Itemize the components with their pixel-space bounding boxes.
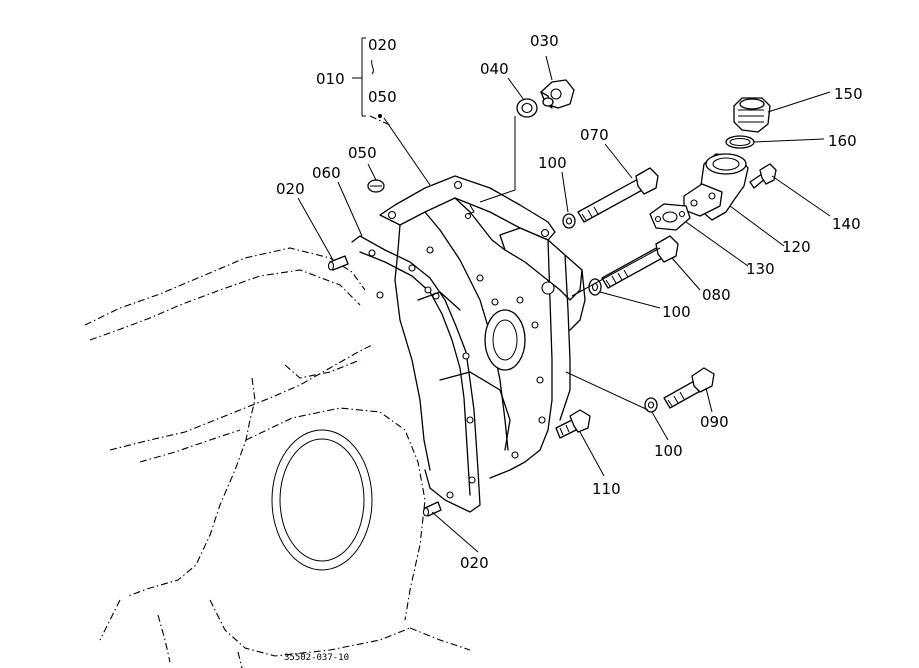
flywheel-housing bbox=[376, 175, 586, 479]
callout-020-top: 020 bbox=[368, 36, 397, 54]
callout-020-bottom: 020 bbox=[460, 554, 489, 572]
dowel-pin-020-bottom bbox=[422, 501, 442, 517]
bolt-110 bbox=[555, 409, 591, 439]
callout-070: 070 bbox=[580, 126, 609, 144]
washer-100-mid bbox=[588, 278, 602, 296]
washer-100-top bbox=[562, 213, 576, 229]
dowel-pin-020-left bbox=[327, 255, 349, 271]
drawing-code: 35502-037-10 bbox=[284, 653, 349, 663]
callout-030: 030 bbox=[530, 32, 559, 50]
bolt-080 bbox=[601, 235, 679, 289]
engine-block-outline bbox=[84, 247, 471, 668]
leader-lines bbox=[297, 37, 831, 553]
callout-020-left: 020 bbox=[276, 180, 305, 198]
callout-010: 010 bbox=[316, 70, 345, 88]
filler-elbow-120 bbox=[683, 153, 749, 221]
callout-100-bottom: 100 bbox=[654, 442, 683, 460]
o-ring-160 bbox=[725, 135, 755, 149]
gasket-060 bbox=[351, 235, 481, 513]
callout-110: 110 bbox=[592, 480, 621, 498]
callout-100-top: 100 bbox=[538, 154, 567, 172]
filler-cap-150 bbox=[733, 97, 771, 133]
bolt-070 bbox=[577, 167, 659, 223]
cap-030 bbox=[540, 79, 575, 109]
callout-060: 060 bbox=[312, 164, 341, 182]
callout-040: 040 bbox=[480, 60, 509, 78]
gasket-130 bbox=[649, 203, 691, 231]
bolt-140 bbox=[749, 163, 777, 189]
callout-100-mid: 100 bbox=[662, 303, 691, 321]
plug-050 bbox=[367, 179, 385, 193]
callout-120: 120 bbox=[782, 238, 811, 256]
callout-090: 090 bbox=[700, 413, 729, 431]
callout-080: 080 bbox=[702, 286, 731, 304]
callout-labels: 010 020 050 020 060 050 040 030 070 100 … bbox=[276, 32, 863, 572]
callout-050-top: 050 bbox=[368, 88, 397, 106]
callout-140: 140 bbox=[832, 215, 861, 233]
callout-150: 150 bbox=[834, 85, 863, 103]
washer-100-bottom bbox=[644, 397, 658, 413]
callout-050: 050 bbox=[348, 144, 377, 162]
callout-130: 130 bbox=[746, 260, 775, 278]
oil-seal-040 bbox=[516, 98, 538, 118]
callout-160: 160 bbox=[828, 132, 857, 150]
bolt-090 bbox=[663, 367, 715, 409]
